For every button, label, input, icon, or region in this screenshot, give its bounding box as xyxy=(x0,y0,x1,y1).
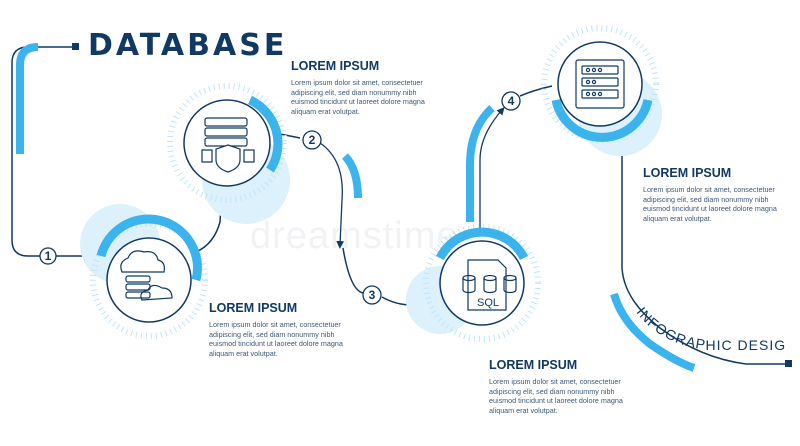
accent-arc xyxy=(551,98,653,142)
step-body: Lorem ipsum dolor sit amet, consectetuer… xyxy=(209,320,343,358)
watermark: dreamstime xyxy=(250,215,459,257)
step-badge-1: 1 xyxy=(39,247,57,265)
accent-arc xyxy=(247,95,283,173)
step-text-block-1: LOREM IPSUM Lorem ipsum dolor sit amet, … xyxy=(209,301,359,358)
connector-path xyxy=(319,142,345,249)
accent-arc xyxy=(435,227,529,261)
step-text-block-3: LOREM IPSUM Lorem ipsum dolor sit amet, … xyxy=(489,358,639,415)
connector-path xyxy=(621,156,788,365)
step-heading: LOREM IPSUM xyxy=(209,301,298,315)
page-title: DATABASE xyxy=(88,28,288,63)
step-heading: LOREM IPSUM xyxy=(489,358,578,372)
accent-arc xyxy=(96,214,202,282)
connector-path xyxy=(479,107,505,232)
sql-file-icon: SQL xyxy=(462,259,517,311)
accent-arc xyxy=(610,292,696,372)
step-heading: LOREM IPSUM xyxy=(643,166,732,180)
connector-end-square xyxy=(785,360,792,367)
connector-end-square xyxy=(72,43,79,50)
database-shield-icon xyxy=(201,117,255,173)
step-body: Lorem ipsum dolor sit amet, consectetuer… xyxy=(291,78,425,116)
connector-path xyxy=(519,85,553,97)
svg-text:SQL: SQL xyxy=(477,297,499,309)
tick-ring xyxy=(541,25,659,143)
step-body: Lorem ipsum dolor sit amet, consectetuer… xyxy=(643,185,777,223)
step-number: 1 xyxy=(45,249,52,263)
step-text-block-4: LOREM IPSUM Lorem ipsum dolor sit amet, … xyxy=(643,166,793,223)
step-node-3: SQL xyxy=(406,224,541,342)
node-circle xyxy=(183,99,271,187)
accent-arc xyxy=(466,105,495,222)
tick-ring xyxy=(423,224,541,342)
server-rack-icon xyxy=(575,59,625,109)
step-number: 3 xyxy=(369,288,376,302)
tick-ring xyxy=(167,83,287,203)
step-number: 4 xyxy=(508,94,515,108)
step-badge-2: 2 xyxy=(302,130,322,150)
step-node-4 xyxy=(541,25,662,156)
connector-path xyxy=(342,247,364,294)
step-text-block-2: LOREM IPSUM Lorem ipsum dolor sit amet, … xyxy=(291,59,441,116)
step-number: 2 xyxy=(309,133,316,147)
step-heading: LOREM IPSUM xyxy=(291,59,380,73)
connector-path xyxy=(195,189,223,253)
accent-arc xyxy=(341,153,362,199)
step-node-2 xyxy=(167,83,290,224)
node-circle xyxy=(106,237,192,323)
connector-path xyxy=(279,133,301,139)
step-body: Lorem ipsum dolor sit amet, consectetuer… xyxy=(489,377,623,415)
step-badge-4: 4 xyxy=(501,91,521,111)
step-badge-3: 3 xyxy=(362,285,382,305)
tick-ring xyxy=(90,221,208,339)
accent-arc xyxy=(16,43,39,154)
connector-path xyxy=(11,46,72,257)
node-circle xyxy=(557,41,643,127)
node-circle xyxy=(439,240,525,326)
step-node-1 xyxy=(80,204,208,339)
cloud-database-icon xyxy=(120,250,173,301)
